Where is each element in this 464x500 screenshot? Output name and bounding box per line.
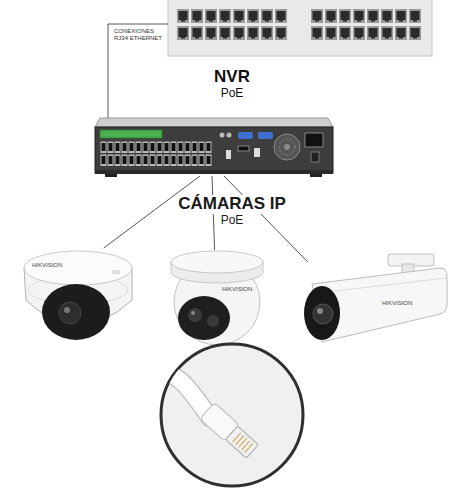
dome-camera: HIKVISION xyxy=(22,248,134,344)
turret-camera: HIKVISION xyxy=(166,250,268,346)
turret-camera-illustration xyxy=(171,251,263,345)
rj45-connector-inset xyxy=(150,344,303,486)
section-heading: CÁMARAS IP xyxy=(175,195,289,214)
connection-note: CONEXIONES RJ34 ETHERNET xyxy=(114,28,164,41)
brand-logo: HIKVISION xyxy=(222,286,252,293)
brand-logo: HIKVISION xyxy=(32,262,62,269)
ethernet-cable xyxy=(108,24,168,118)
poe-subtitle: PoE xyxy=(221,87,244,100)
dome-camera-illustration xyxy=(24,251,132,340)
poe-subtitle: PoE xyxy=(218,214,247,227)
nvr-recorder: NVRPoE xyxy=(95,118,333,176)
device-heading: NVR xyxy=(214,68,250,87)
network-switch: CONEXIONES RJ34 ETHERNET xyxy=(168,0,432,56)
switch-illustration xyxy=(168,0,432,56)
bullet-camera: HIKVISION xyxy=(302,262,448,344)
nvr-illustration xyxy=(95,118,333,177)
brand-logo: HIKVISION xyxy=(382,300,412,307)
bullet-camera-illustration xyxy=(304,254,447,342)
